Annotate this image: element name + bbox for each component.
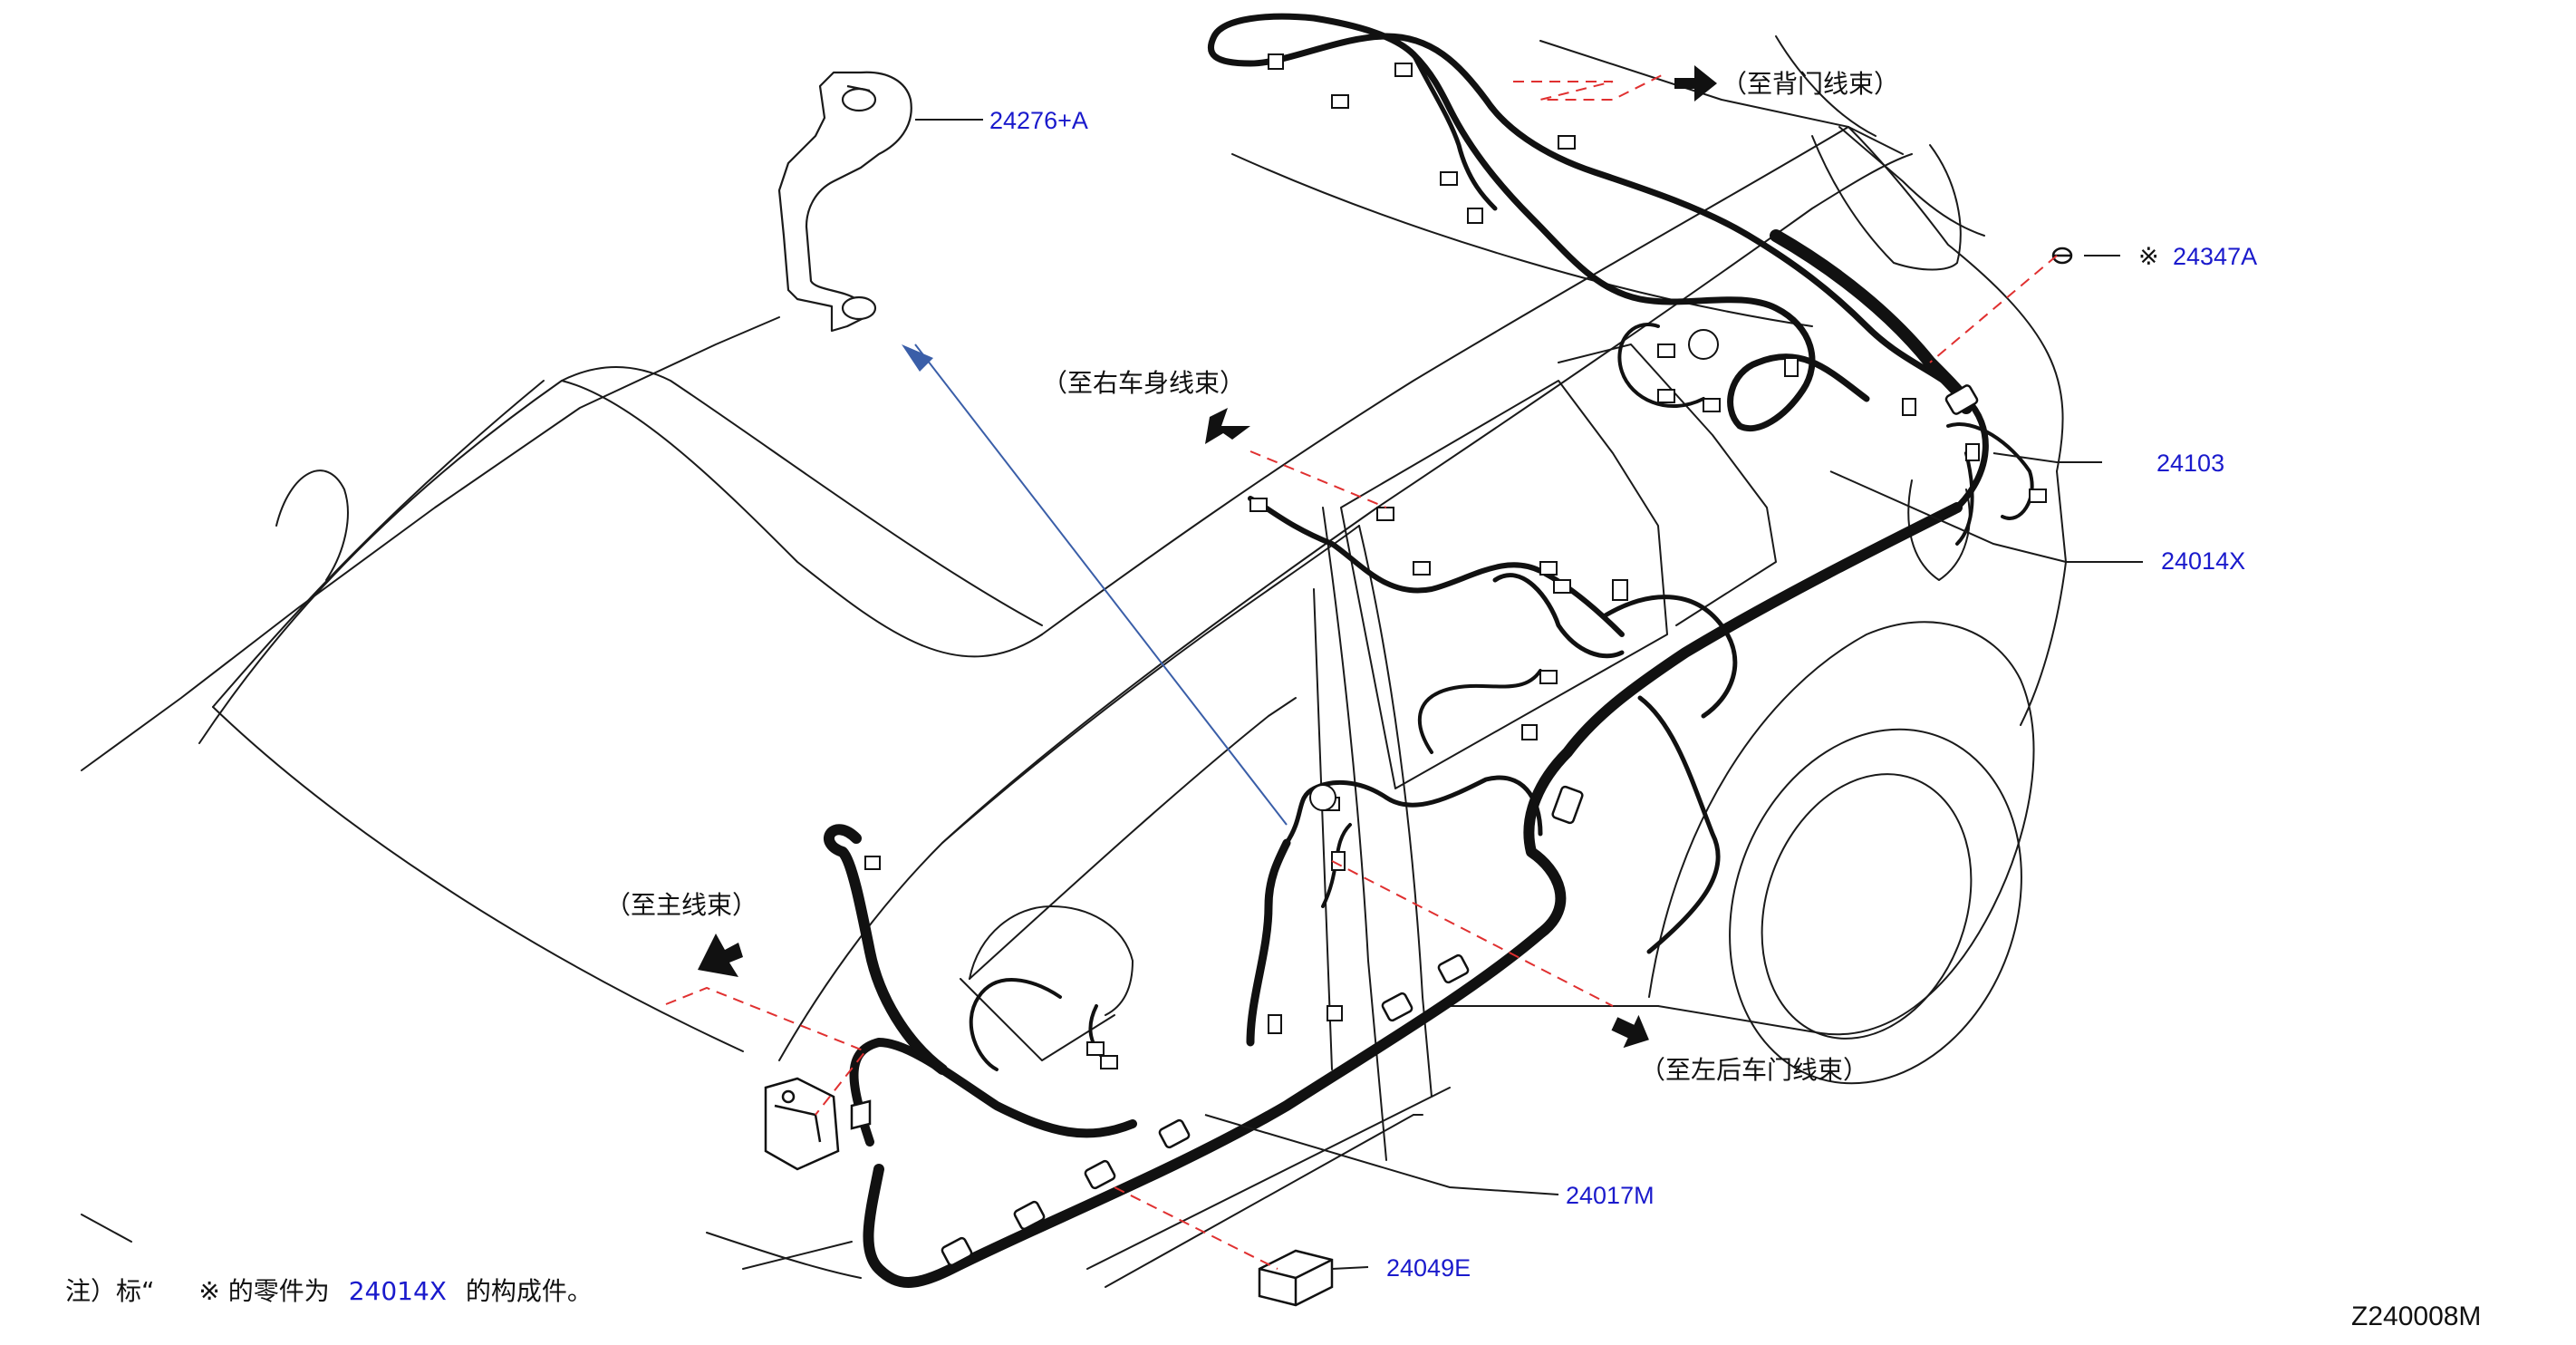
wiring-harness	[824, 13, 2034, 1288]
arrow-right-body-icon	[1205, 408, 1250, 444]
special-mark-24347A: ※	[2138, 243, 2159, 270]
arrow-main-icon	[698, 934, 743, 977]
note-part: 24014X	[349, 1276, 447, 1306]
note-middle: 的零件为	[228, 1276, 330, 1306]
label-24049E: 24049E	[1386, 1254, 1471, 1282]
leader-arrowhead	[902, 344, 933, 372]
note-suffix: 的构成件。	[466, 1276, 593, 1306]
label-24276A: 24276+A	[989, 107, 1088, 134]
figure-code: Z240008M	[2351, 1301, 2481, 1331]
dest-main: （至主线束）	[605, 890, 757, 920]
dest-rear-left-door: （至左后车门线束）	[1640, 1055, 1868, 1085]
relay-block-drawing	[764, 1077, 872, 1171]
arrow-rear-left-door-icon	[1611, 1014, 1649, 1049]
leader-lines	[914, 119, 2143, 1270]
reference-dashed-lines	[665, 72, 2058, 1270]
note-prefix: 注）标“	[65, 1276, 155, 1306]
label-24347A: 24347A	[2173, 243, 2257, 270]
harness-clips	[941, 384, 1979, 1267]
direction-arrows	[698, 65, 1717, 1049]
bracket-24276A-drawing	[777, 71, 912, 333]
car-body-outline	[81, 35, 2067, 1288]
label-24017M: 24017M	[1566, 1182, 1655, 1209]
connector-24049E-drawing	[1258, 1249, 1334, 1307]
dest-right-body: （至右车身线束）	[1042, 368, 1245, 398]
arrow-back-door-icon	[1674, 65, 1717, 102]
note-text: 注）标“ ※ 的零件为 24014X 的构成件。	[65, 1276, 593, 1306]
dest-back-door: （至背门线束）	[1722, 69, 1899, 99]
label-24014X: 24014X	[2161, 547, 2245, 575]
note-mark: ※	[198, 1276, 219, 1306]
label-24103: 24103	[2156, 450, 2224, 477]
connectors	[864, 53, 2047, 1069]
